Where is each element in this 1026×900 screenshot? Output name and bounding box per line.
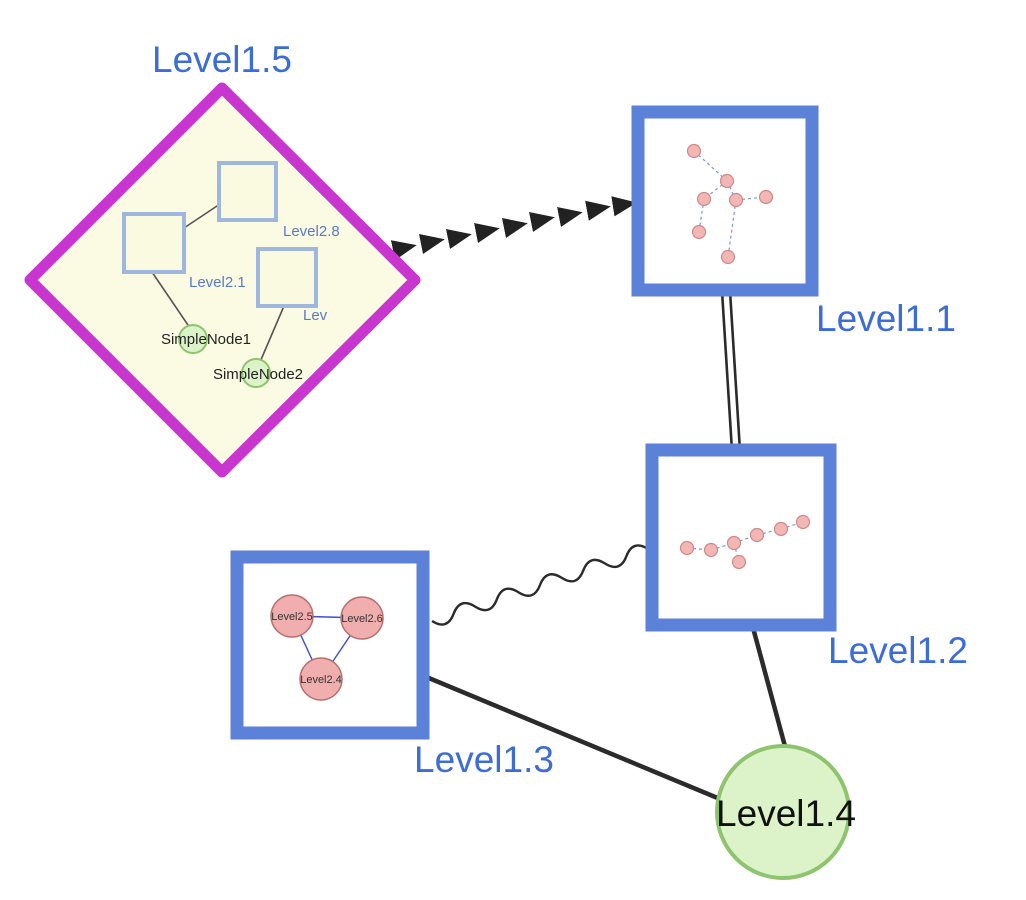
double-edge-line-2[interactable]	[728, 290, 742, 452]
mini-node[interactable]	[691, 224, 707, 240]
level14-label: Level1.4	[716, 793, 856, 834]
level15-label: Level1.5	[152, 39, 292, 80]
mini-node[interactable]	[686, 143, 702, 159]
level11-label: Level1.1	[816, 298, 956, 339]
mini-node[interactable]	[726, 535, 742, 551]
mini-node[interactable]	[758, 189, 774, 205]
level13-box[interactable]	[230, 550, 430, 740]
level15-group-node[interactable]: Level2.8 Level2.1 Lev SimpleNode1 Simple…	[24, 82, 421, 478]
level2-trunc-node[interactable]	[256, 247, 318, 308]
edge-level12-to-level14[interactable]	[749, 621, 789, 753]
level12-label: Level1.2	[828, 630, 968, 671]
edge-level15-to-level11[interactable]	[390, 196, 637, 261]
level28-label: Level2.8	[283, 223, 340, 240]
mini-node[interactable]	[731, 554, 747, 570]
level26-node[interactable]	[340, 596, 384, 640]
simplenode1-node[interactable]	[178, 324, 208, 354]
edge-level11-to-level12[interactable]	[720, 290, 742, 452]
mini-node[interactable]	[719, 173, 735, 189]
edge-level13-to-level12[interactable]	[431, 544, 649, 626]
simplenode2-node[interactable]	[241, 358, 271, 388]
level14-node[interactable]: Level1.4	[715, 744, 856, 880]
level24-node[interactable]	[299, 657, 343, 701]
mini-node[interactable]	[773, 521, 789, 537]
diamond-shape[interactable]	[24, 82, 421, 478]
simplenode2-label: SimpleNode2	[213, 366, 303, 383]
level21-node[interactable]	[122, 212, 186, 274]
mini-node[interactable]	[720, 249, 736, 265]
edge-level13-to-level14[interactable]	[421, 673, 723, 802]
level21-label: Level2.1	[189, 274, 246, 291]
level25-node[interactable]	[270, 594, 314, 638]
inner-edge	[259, 305, 285, 363]
mini-node[interactable]	[703, 542, 719, 558]
level24-label: Level2.4	[300, 674, 342, 686]
mini-node[interactable]	[679, 540, 695, 556]
mini-edge	[693, 150, 728, 182]
level11-node[interactable]	[631, 105, 819, 297]
level12-box[interactable]	[645, 443, 837, 632]
level26-label: Level2.6	[341, 613, 383, 625]
mini-node[interactable]	[795, 514, 811, 530]
mini-node[interactable]	[749, 527, 765, 543]
level25-label: Level2.5	[271, 611, 313, 623]
simplenode1-label: SimpleNode1	[161, 331, 251, 348]
level13-label: Level1.3	[414, 739, 554, 780]
double-edge-line-1[interactable]	[720, 290, 734, 452]
level28-node[interactable]	[217, 161, 278, 222]
dashed-arrow-chain[interactable]	[390, 196, 637, 261]
level2-trunc-label: Lev	[303, 307, 328, 324]
mini-node[interactable]	[696, 191, 712, 207]
level13-node[interactable]: Level2.5 Level2.6 Level2.4	[230, 550, 430, 740]
inner-edge	[151, 271, 191, 329]
mini-node[interactable]	[728, 192, 744, 208]
level12-node[interactable]	[645, 443, 837, 632]
inner-edge	[183, 203, 221, 229]
level14-circle[interactable]	[715, 744, 851, 880]
